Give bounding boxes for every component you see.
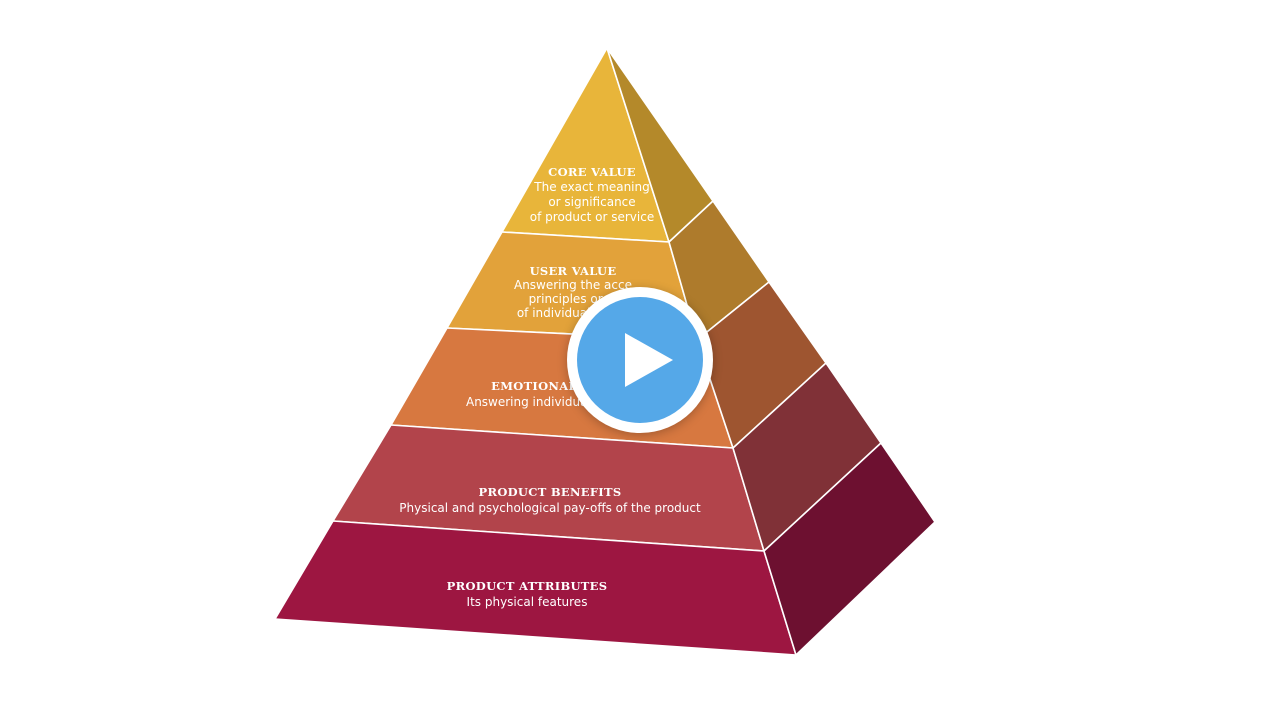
layer-4-description-line: Physical and psychological pay-offs of t… xyxy=(399,501,701,515)
pyramid-layer-5-side xyxy=(763,442,936,656)
layer-5-title: PRODUCT ATTRIBUTES xyxy=(447,579,608,593)
play-button[interactable] xyxy=(567,287,713,433)
layer-2-title: USER VALUE xyxy=(530,264,617,278)
layer-5-description-line: Its physical features xyxy=(467,595,588,609)
layer-3-description-line: Answering individual e xyxy=(466,395,602,409)
layer-1-title: CORE VALUE xyxy=(548,165,636,179)
layer-3-title: EMOTIONAL xyxy=(491,379,577,393)
layer-2-description-line: Answering the acce xyxy=(514,278,632,292)
layer-1-description-line: or significance xyxy=(548,195,635,209)
layer-4-title: PRODUCT BENEFITS xyxy=(479,485,622,499)
layer-1-description-line: The exact meaning xyxy=(533,180,649,194)
play-button-circle xyxy=(577,297,703,423)
layer-1-description-line: of product or service xyxy=(530,210,654,224)
play-icon xyxy=(625,333,673,387)
